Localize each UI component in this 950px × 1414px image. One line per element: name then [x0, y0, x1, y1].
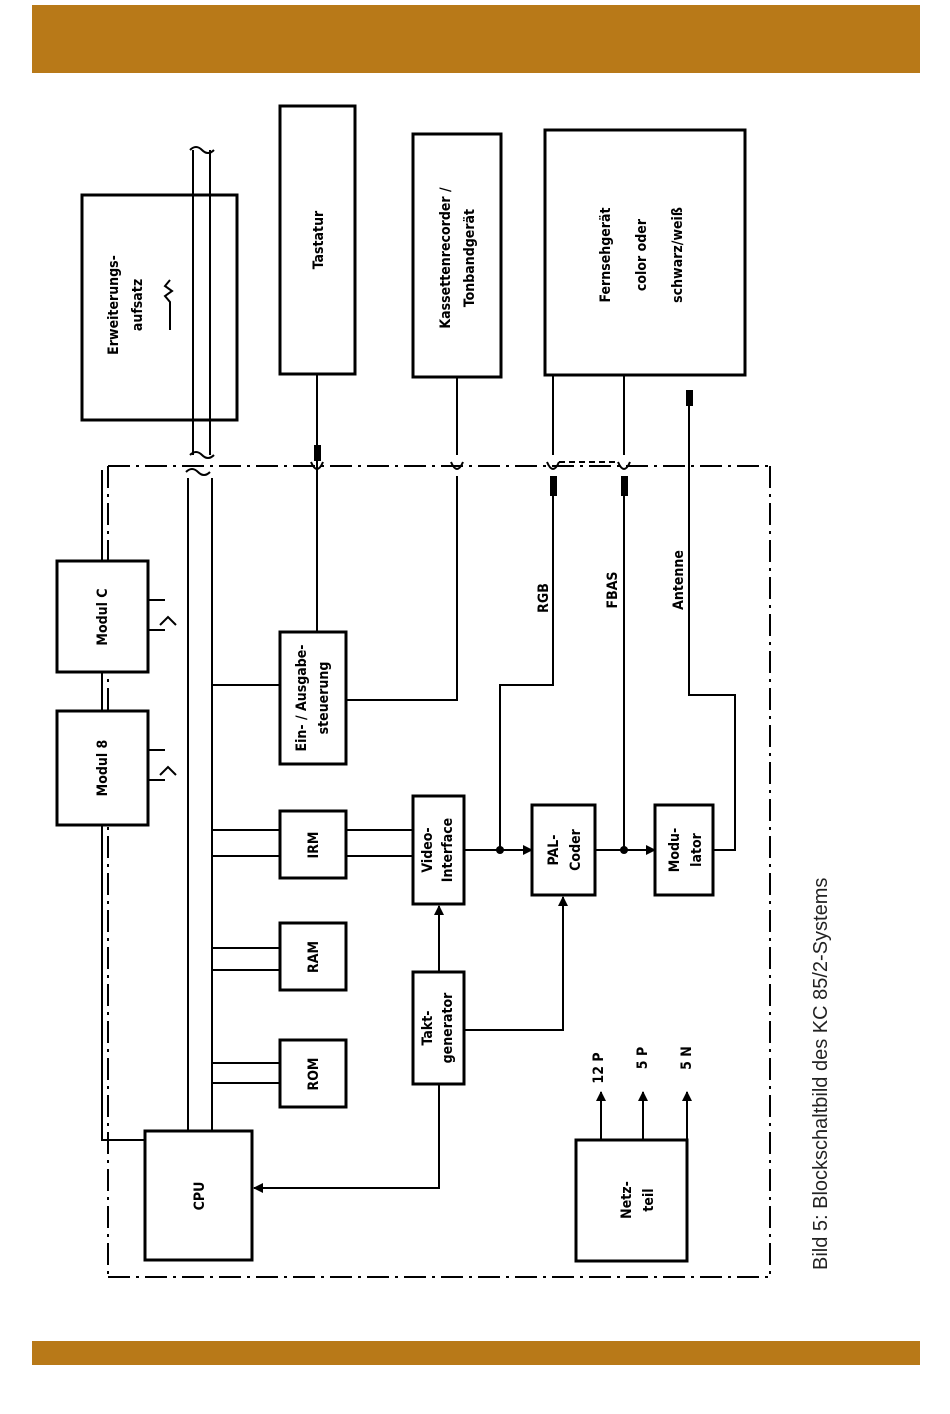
voltage-12p: 12 P	[591, 1052, 607, 1083]
pal-block	[532, 805, 595, 895]
tastatur-label: Tastatur	[311, 210, 327, 269]
voltage-5n: 5 N	[679, 1046, 695, 1070]
kassette-block	[413, 134, 501, 377]
modul8-label: Modul 8	[95, 740, 111, 797]
junctions	[314, 390, 693, 854]
modulC-label: Modul C	[95, 588, 111, 645]
caption-text: Bild 5: Blockschaltbild des KC 85/2-Syst…	[810, 878, 833, 1270]
irm-label: IRM	[306, 832, 322, 859]
cpu-label: CPU	[192, 1182, 208, 1211]
voltage-5p: 5 P	[635, 1047, 651, 1069]
ram-label: RAM	[306, 941, 322, 973]
fbas-label: FBAS	[605, 571, 621, 608]
rgb-label: RGB	[536, 583, 552, 613]
rom-label: ROM	[306, 1058, 322, 1091]
antenne-label: Antenne	[671, 550, 687, 610]
einaus-block	[280, 632, 346, 764]
